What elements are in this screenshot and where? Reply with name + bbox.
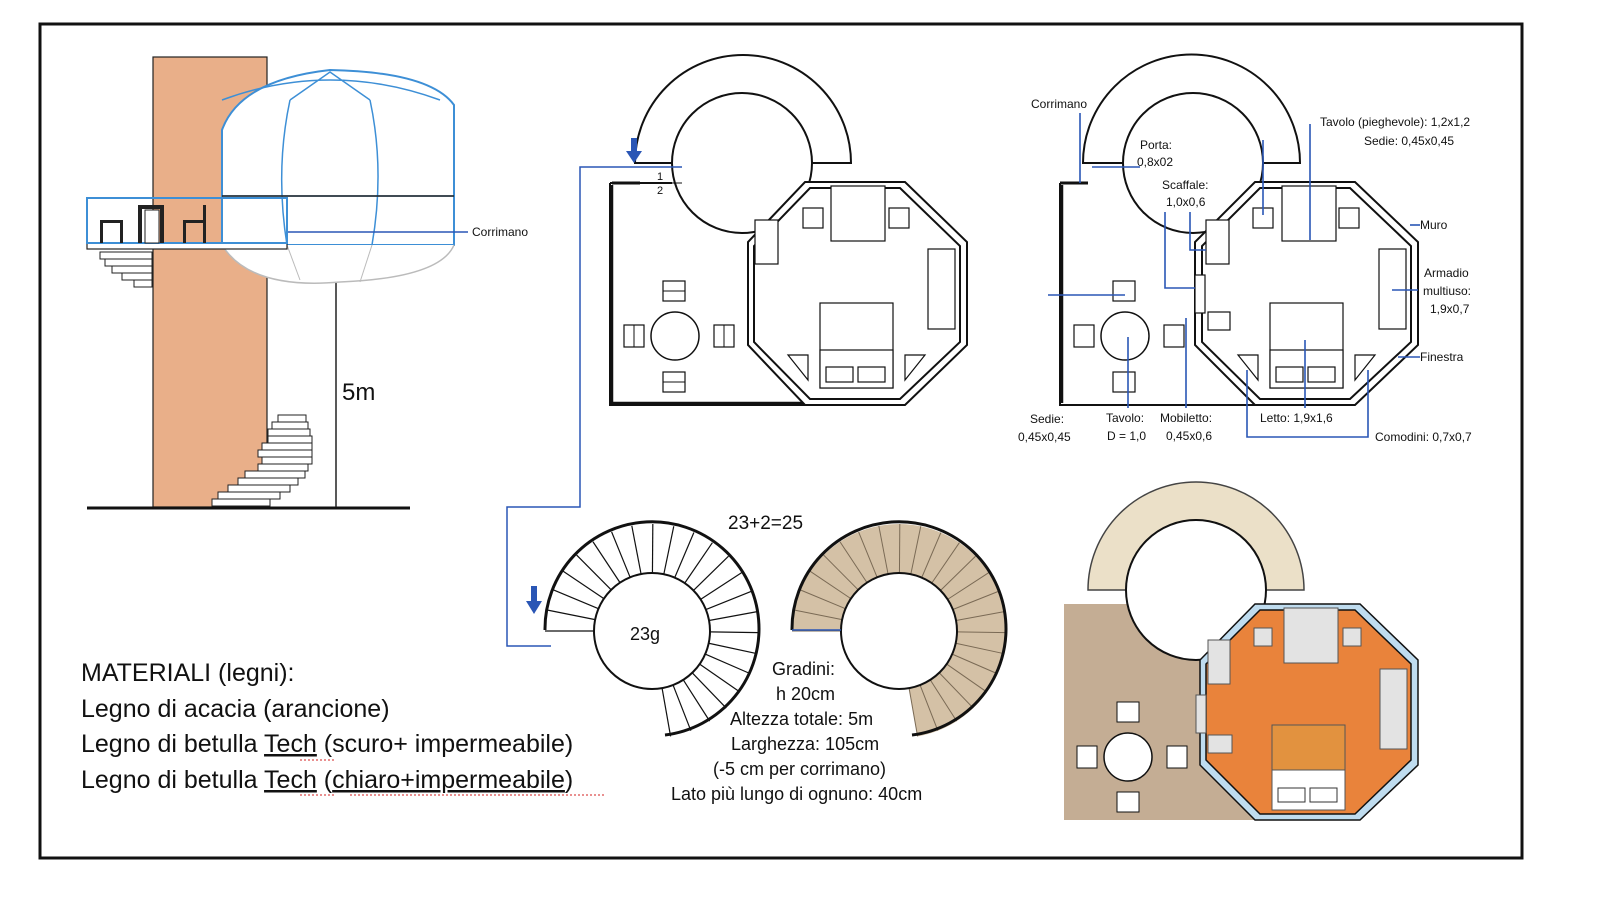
label-armadio-2: multiuso:: [1423, 284, 1471, 298]
stair-tread: [563, 571, 604, 598]
label-comodini: Comodini: 0,7x0,7: [1375, 430, 1472, 444]
dome-pod: [222, 70, 454, 283]
label-mobiletto-1: Mobiletto:: [1160, 411, 1212, 425]
stair-tread: [673, 685, 691, 731]
spec-line-3: Altezza totale: 5m: [730, 709, 873, 729]
label-armadio-3: 1,9x0,7: [1430, 302, 1470, 316]
stair-tread: [664, 526, 674, 574]
stair-tread: [709, 612, 757, 621]
label-porta-2: 0,8x02: [1137, 155, 1173, 169]
stair-tread: [612, 532, 630, 577]
stair-tread: [593, 542, 620, 583]
table: [651, 312, 699, 360]
spec-line-4: Larghezza: 105cm: [731, 734, 879, 754]
stair-tread: [632, 526, 641, 574]
height-label: 5m: [342, 379, 375, 406]
label-sedie-1: Sedie:: [1030, 412, 1064, 426]
label-armadio-1: Armadio: [1424, 266, 1469, 280]
stair-tread: [706, 591, 752, 609]
label-mobiletto-2: 0,45x0,6: [1166, 429, 1212, 443]
label-porta-1: Porta:: [1140, 138, 1172, 152]
material-dark-birch: Legno di betulla Tech (scuro+ impermeabi…: [81, 730, 573, 758]
spec-line-2: h 20cm: [776, 684, 835, 704]
stair-tread: [710, 632, 759, 633]
label-tavolo-1: Tavolo:: [1106, 411, 1144, 425]
stair-tread: [577, 555, 612, 590]
stair-tread: [675, 533, 694, 578]
label-finestra: Finestra: [1420, 350, 1464, 364]
materials-legend: MATERIALI (legni): Legno di acacia (aran…: [81, 659, 605, 795]
label-sedie-2: 0,45x0,45: [1018, 430, 1071, 444]
handrail-label: Corrimano: [472, 225, 528, 239]
stair-tread: [709, 643, 757, 653]
label-scaffale-1: Scaffale:: [1162, 178, 1208, 192]
stair-tread: [662, 688, 671, 736]
steps-count-label: 23g: [630, 624, 660, 644]
materials-title: MATERIALI (legni):: [81, 659, 294, 687]
floor-plan-labeled: Corrimano Porta: 0,8x02 Scaffale: 1,0x0,…: [1018, 55, 1472, 445]
material-acacia: Legno di acacia (arancione): [81, 695, 390, 723]
elevation-stairs-top: [100, 252, 152, 287]
material-light-birch: Legno di betulla Tech (chiaro+impermeabi…: [81, 766, 573, 794]
count-formula: 23+2=25: [728, 513, 803, 534]
spec-line-1: Gradini:: [772, 659, 835, 679]
step-2-label: 2: [657, 185, 663, 197]
elevation-view: 5m Corrimano: [87, 57, 528, 508]
label-scaffale-2: 1,0x0,6: [1166, 195, 1206, 209]
spiral-stair-outline: 23g: [526, 522, 759, 737]
label-muro: Muro: [1420, 218, 1448, 232]
stair-tread: [705, 654, 750, 674]
stair-tread: [685, 543, 713, 583]
label-sedie-top: Sedie: 0,45x0,45: [1364, 134, 1454, 148]
spec-line-6: Lato più lungo di ognuno: 40cm: [671, 784, 922, 804]
floor-plan-colored: [1064, 482, 1418, 820]
label-corrimano: Corrimano: [1031, 97, 1087, 111]
spiral-stair-wood: [792, 522, 1006, 737]
spec-line-5: (-5 cm per corrimano): [713, 759, 886, 779]
stair-tread: [547, 610, 595, 620]
stair-tread: [553, 590, 598, 609]
down-arrow-icon: [526, 601, 542, 614]
step-1-label: 1: [657, 171, 663, 183]
label-tavolo-2: D = 1,0: [1107, 429, 1146, 443]
label-letto: Letto: 1,9x1,6: [1260, 411, 1333, 425]
label-tavolo-pieghevole: Tavolo (pieghevole): 1,2x1,2: [1320, 115, 1470, 129]
stair-tread: [700, 664, 740, 692]
